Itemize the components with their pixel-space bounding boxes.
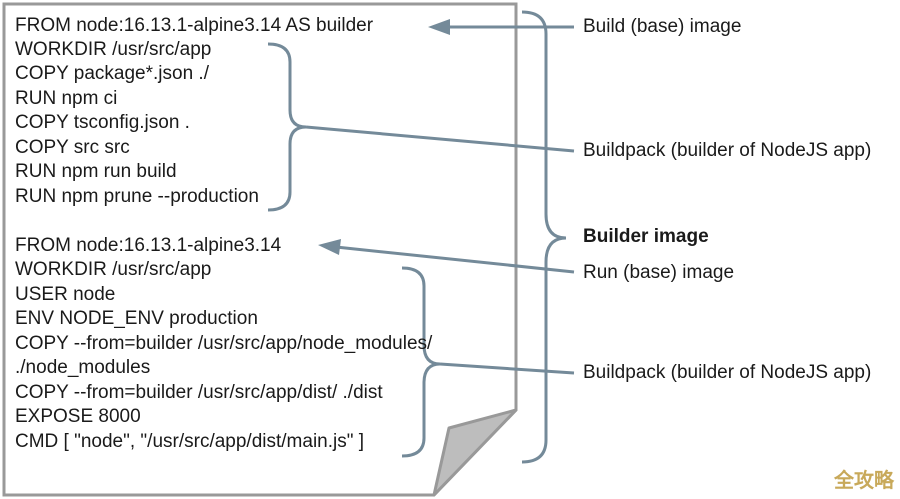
code-line: COPY --from=builder /usr/src/app/dist/ .… [15,382,383,403]
run-base-image-label: Run (base) image [583,262,735,283]
code-line: FROM node:16.13.1-alpine3.14 AS builder [15,15,374,36]
code-line: WORKDIR /usr/src/app [15,259,212,280]
build-base-arrow [428,19,574,35]
run-base-arrow [318,239,575,274]
code-line: ENV NODE_ENV production [15,308,258,329]
code-line: RUN npm ci [15,88,118,109]
builder-image-label: Builder image [583,226,709,247]
code-line: ./node_modules [15,357,151,378]
buildpack-1-connector [305,125,575,153]
code-line: COPY package*.json ./ [15,63,209,84]
code-line: RUN npm prune --production [15,186,259,207]
code-line: USER node [15,284,116,305]
buildpack-2-label: Buildpack (builder of NodeJS app) [583,362,872,383]
builder-image-bracket [521,10,567,464]
code-line: CMD [ "node", "/usr/src/app/dist/main.js… [15,431,365,452]
code-line: COPY src src [15,137,130,158]
buildpack-2-connector [439,362,575,375]
page-fold [432,408,518,497]
code-line: COPY tsconfig.json . [15,112,190,133]
code-line: WORKDIR /usr/src/app [15,39,212,60]
buildpack-1-label: Buildpack (builder of NodeJS app) [583,140,872,161]
code-line: FROM node:16.13.1-alpine3.14 [15,235,282,256]
code-line: COPY --from=builder /usr/src/app/node_mo… [15,333,433,354]
code-line: RUN npm run build [15,161,177,182]
watermark-logo: 全攻略 [834,468,894,492]
code-line: EXPOSE 8000 [15,406,141,427]
build-base-image-label: Build (base) image [583,16,742,37]
